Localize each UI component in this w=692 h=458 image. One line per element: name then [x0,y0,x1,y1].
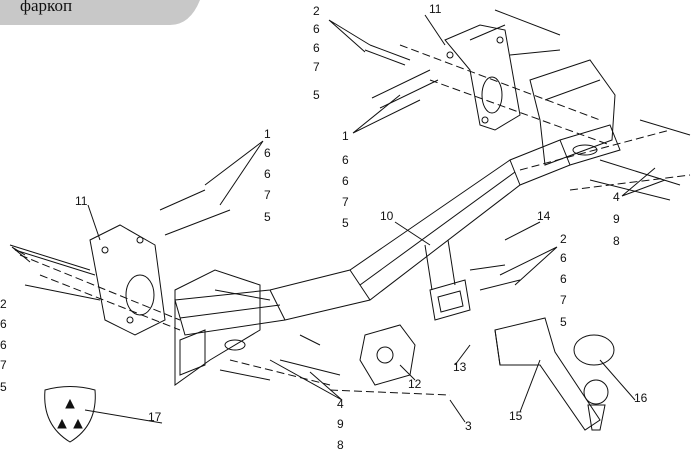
callout-far-left-stack: 2 6 6 7 5 [0,297,7,394]
svg-text:6: 6 [0,338,7,352]
ball-mount [494,317,601,431]
svg-text:8: 8 [337,438,344,452]
svg-text:7: 7 [264,188,271,202]
svg-text:9: 9 [613,212,620,226]
svg-text:6: 6 [342,174,349,188]
leader-lines [11,14,666,424]
top-bracket [444,24,521,131]
bolts-top [364,9,561,109]
left-end-plate [174,269,271,386]
svg-text:6: 6 [313,41,320,55]
svg-text:7: 7 [560,293,567,307]
svg-text:1: 1 [342,129,349,143]
bolts-right [469,119,691,291]
bolts-bottom [219,334,341,381]
callout-right-stack: 2 6 6 7 5 [560,232,567,329]
callout-bolt: 3 [465,419,472,433]
callout-top-bracket: 11 [429,2,442,16]
bolts-left [9,189,231,301]
callout-right-group: 4 9 8 [613,190,620,248]
svg-text:2: 2 [313,4,320,18]
svg-text:5: 5 [264,210,271,224]
svg-text:4: 4 [613,190,620,204]
svg-text:1: 1 [264,127,271,141]
svg-text:5: 5 [342,216,349,230]
callout-wire: 13 [453,360,467,374]
receiver [424,239,471,321]
svg-text:6: 6 [264,146,271,160]
callout-ball-mount: 15 [509,409,523,423]
callout-plate: 12 [408,377,422,391]
svg-text:6: 6 [342,153,349,167]
socket-plate [359,324,416,386]
callout-ball: 16 [634,391,648,405]
header-tab-shape [0,0,200,25]
svg-text:5: 5 [0,380,7,394]
svg-text:2: 2 [0,297,7,311]
right-end-plate [529,59,616,166]
svg-text:6: 6 [0,317,7,331]
svg-text:2: 2 [560,232,567,246]
callout-bottom-group: 4 9 8 [337,397,344,452]
callout-top-left-stack2: 1 6 6 7 5 [342,129,349,230]
svg-text:7: 7 [0,358,7,372]
header-title: фаркоп [20,0,73,15]
crossbeam [174,124,621,351]
callout-left-bracket: 11 [75,194,88,208]
svg-text:9: 9 [337,417,344,431]
svg-text:6: 6 [313,22,320,36]
svg-text:6: 6 [560,272,567,286]
tow-ball [573,334,615,431]
callout-center-beam: 10 [380,209,394,223]
logo-badge [44,386,96,443]
svg-text:8: 8 [613,234,620,248]
left-bracket [89,224,166,336]
header-tab: фаркоп [0,0,200,25]
svg-text:7: 7 [342,195,349,209]
callout-labels: 2 6 6 7 5 11 1 6 6 7 5 1 6 6 7 5 11 [0,2,648,452]
assembly-lines [19,44,691,396]
callout-mid-left-stack: 1 6 6 7 5 [264,127,271,224]
svg-text:4: 4 [337,397,344,411]
callout-top-left-stack: 2 6 6 7 5 [313,4,320,102]
svg-text:5: 5 [313,88,320,102]
svg-text:6: 6 [264,167,271,181]
callout-pin: 14 [537,209,551,223]
svg-text:5: 5 [560,315,567,329]
svg-text:7: 7 [313,60,320,74]
svg-text:6: 6 [560,251,567,265]
callout-logo: 17 [148,410,162,424]
